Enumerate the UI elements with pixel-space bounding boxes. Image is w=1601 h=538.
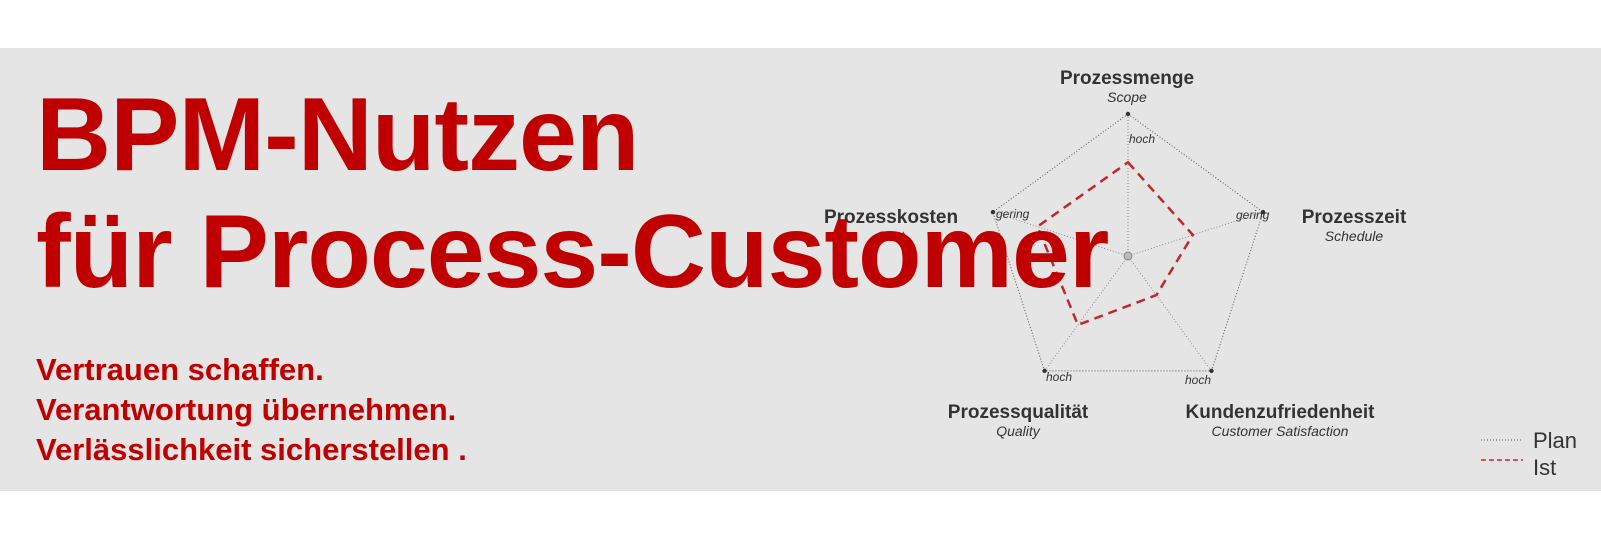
plan-series-polygon (992, 113, 1264, 372)
axis-label-prozesskosten: Prozesskosten (824, 207, 958, 228)
radar-vertex-cost (990, 209, 996, 215)
radar-vertex-markers (990, 111, 1266, 374)
chart-legend: Plan Ist (1481, 428, 1577, 480)
ist-series-polygon (1035, 160, 1195, 327)
title-line-1: BPM-Nutzen (36, 77, 639, 193)
radar-center-dot (1123, 251, 1133, 261)
banner (0, 48, 1601, 491)
legend-ist-label: Ist (1533, 455, 1556, 480)
radar-vertex-scope (1125, 111, 1131, 117)
tick-label-cost-gering: gering (996, 207, 1030, 221)
tick-label-quality-hoch: hoch (1046, 370, 1072, 384)
axis-sub-scope: Scope (1107, 89, 1147, 105)
title-line-2: für Process-Customer (36, 194, 1109, 310)
tick-label-schedule-gering: gering (1236, 208, 1270, 222)
tick-label-scope-hoch: hoch (1129, 132, 1155, 146)
axis-label-prozessqualitaet: Prozessqualität (948, 402, 1089, 423)
radar-vertex-satisfaction (1209, 368, 1214, 374)
axis-sub-customer-satisfaction: Customer Satisfaction (1212, 423, 1349, 439)
radar-vertex-quality (1042, 368, 1047, 374)
axis-sub-schedule: Schedule (1325, 228, 1384, 244)
axis-sub-quality: Quality (996, 423, 1041, 439)
tick-label-satisfaction-hoch: hoch (1185, 373, 1211, 387)
axis-sub-cost: Cost (877, 228, 906, 244)
slogan-reliability: Verlässlichkeit sicherstellen . (36, 432, 467, 467)
slogan-responsibility: Verantwortung übernehmen. (36, 392, 457, 427)
axis-label-prozesszeit: Prozesszeit (1302, 207, 1407, 228)
legend-plan-label: Plan (1533, 428, 1577, 453)
axis-label-prozessmenge: Prozessmenge (1060, 68, 1194, 89)
slogan-trust: Vertrauen schaffen. (36, 352, 324, 387)
radar-vertex-schedule (1260, 209, 1266, 215)
axis-label-kundenzufriedenheit: Kundenzufriedenheit (1186, 402, 1376, 423)
